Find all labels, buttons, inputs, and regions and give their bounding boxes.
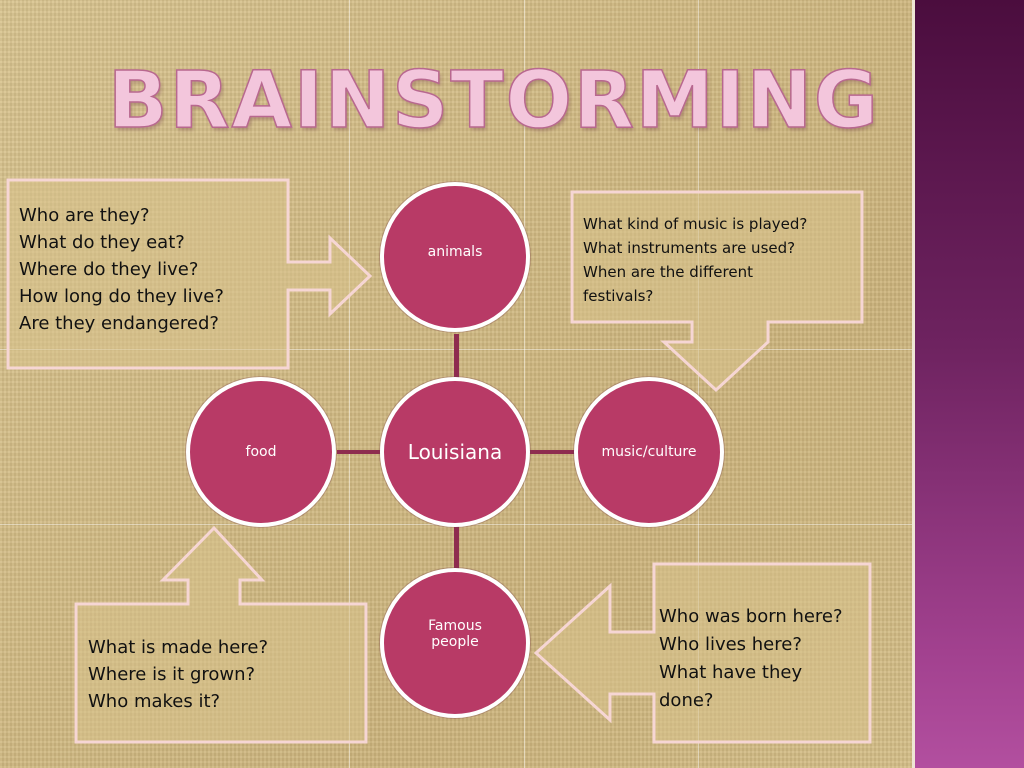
node-people-line: people <box>431 634 479 650</box>
question-line: What have they <box>659 662 803 683</box>
node-music: music/culture <box>574 377 724 527</box>
music-callout-arrow <box>570 190 864 393</box>
node-people-label: Famous people <box>428 618 482 650</box>
question-line: festivals? <box>583 287 654 305</box>
node-animals: animals <box>380 182 530 332</box>
sidebar-edge <box>912 0 915 768</box>
node-center: Louisiana <box>380 377 530 527</box>
node-food-label: food <box>245 444 277 460</box>
question-line: Where do they live? <box>19 259 199 280</box>
question-line: Are they endangered? <box>19 313 219 334</box>
question-line: Who makes it? <box>88 691 221 712</box>
question-line: What instruments are used? <box>583 239 796 257</box>
grid-line <box>698 0 699 768</box>
callout-shapes <box>6 178 872 744</box>
grid-line <box>349 0 350 768</box>
question-line: Who was born here? <box>659 606 843 627</box>
connector-line <box>528 450 576 454</box>
question-line: done? <box>659 690 714 711</box>
question-line: Who lives here? <box>659 634 802 655</box>
people-callout-arrow <box>533 562 872 744</box>
question-line: When are the different <box>583 263 753 281</box>
people-questions: Who was born here? Who lives here? What … <box>659 603 843 715</box>
question-line: What kind of music is played? <box>583 215 808 233</box>
question-line: How long do they live? <box>19 286 224 307</box>
slide-title: BRAINSTORMING <box>107 56 880 146</box>
connector-line <box>337 450 385 454</box>
food-questions: What is made here? Where is it grown? Wh… <box>88 634 268 715</box>
animals-questions: Who are they? What do they eat? Where do… <box>19 202 224 337</box>
sidebar-decoration <box>912 0 1024 768</box>
node-people: Famous people <box>380 568 530 718</box>
node-center-label: Louisiana <box>407 440 503 464</box>
node-food: food <box>186 377 336 527</box>
grid-line <box>524 0 525 768</box>
question-line: What is made here? <box>88 637 269 658</box>
node-animals-label: animals <box>427 244 483 260</box>
connector-line <box>454 524 459 572</box>
node-people-line: Famous <box>428 618 482 634</box>
node-music-label: music/culture <box>601 444 697 460</box>
animals-callout-arrow <box>6 178 373 370</box>
question-line: Who are they? <box>19 205 150 226</box>
question-line: What do they eat? <box>19 232 185 253</box>
music-questions: What kind of music is played? What instr… <box>583 212 807 308</box>
question-line: Where is it grown? <box>88 664 256 685</box>
food-callout-arrow <box>74 525 368 744</box>
connector-line <box>454 334 459 380</box>
